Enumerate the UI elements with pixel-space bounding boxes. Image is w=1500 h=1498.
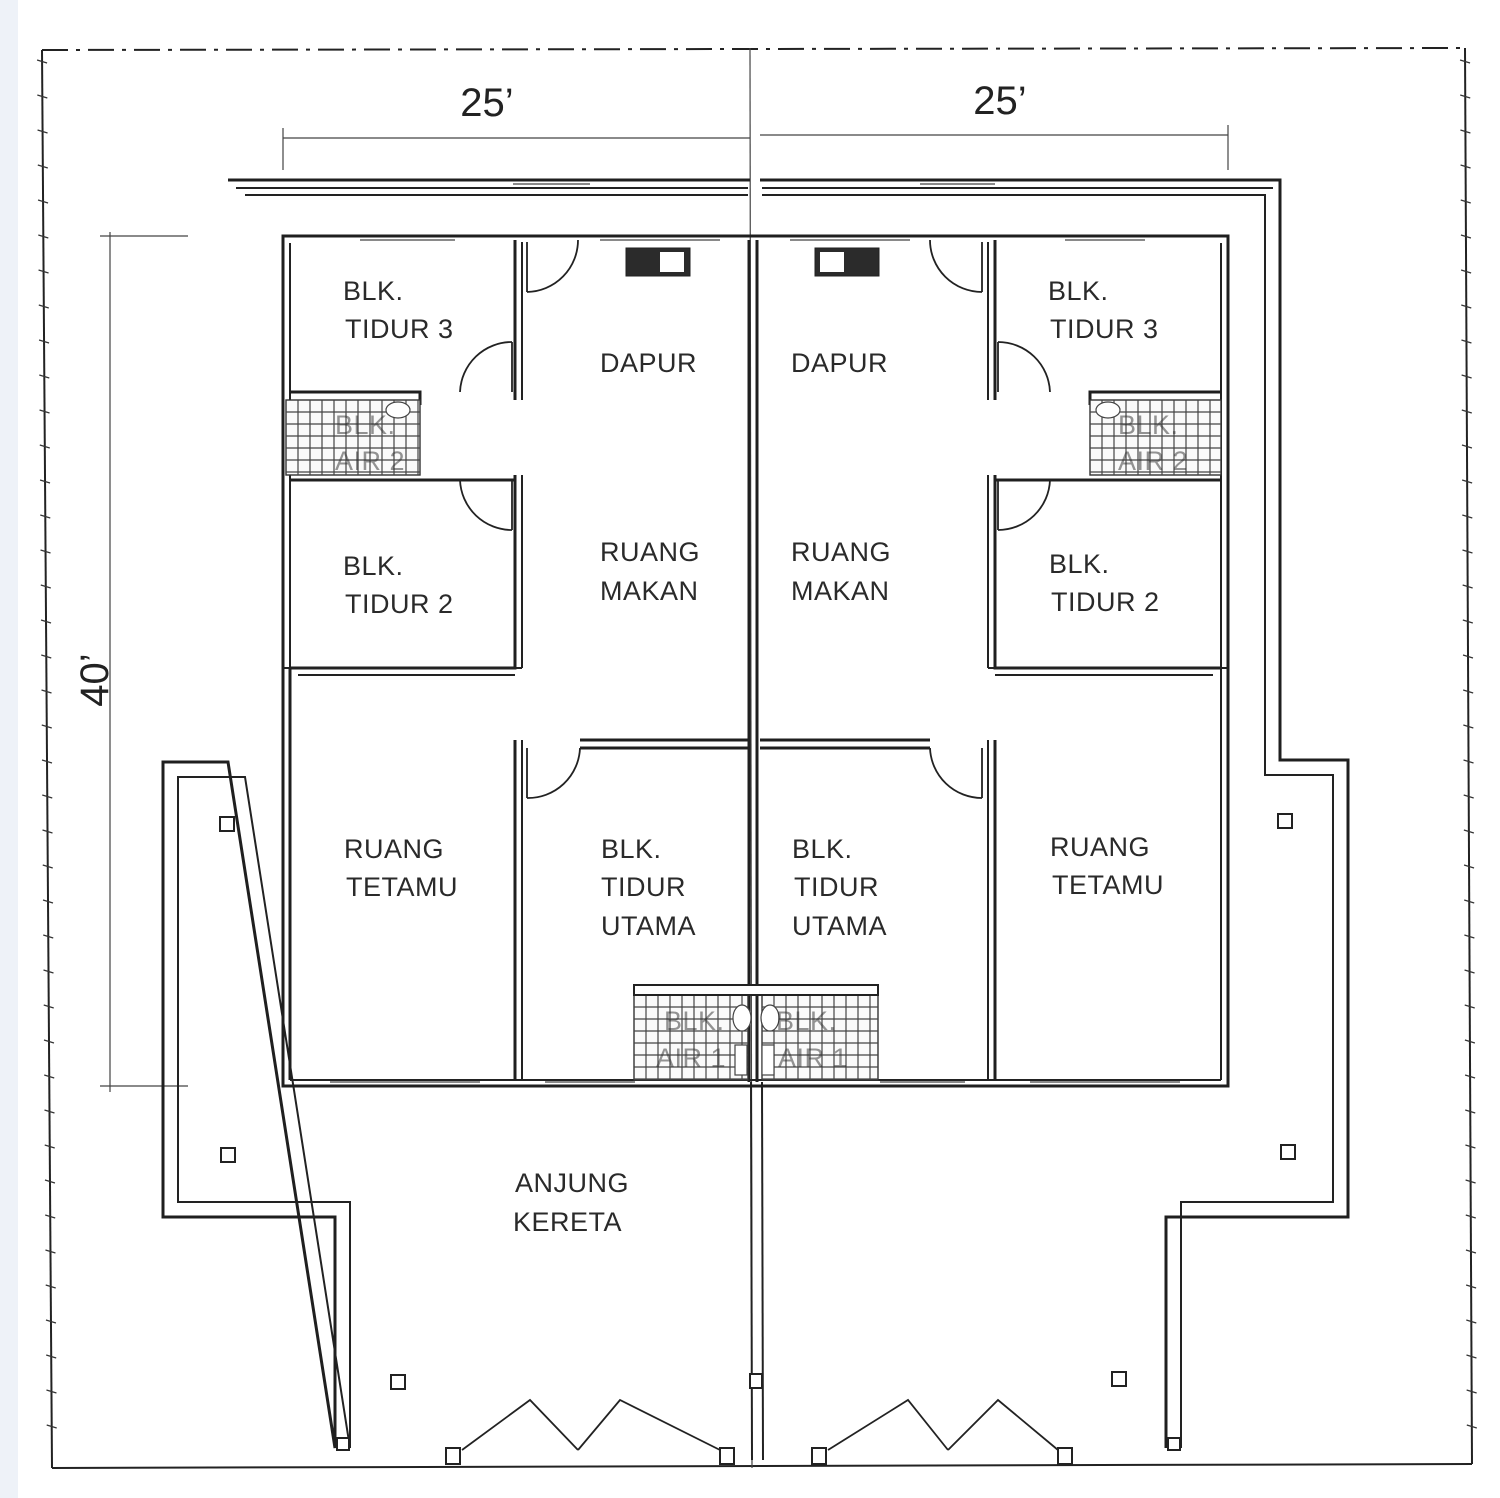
sanitary-fixtures — [385, 401, 1121, 1076]
columns — [219, 813, 1296, 1451]
left-bedroom3-label: BLK. TIDUR 3 — [343, 276, 454, 344]
page-edge — [0, 0, 18, 1498]
left-bathroom2-label: BLK. AIR 2 — [335, 410, 405, 476]
carport-label: ANJUNG KERETA — [513, 1168, 637, 1237]
depth-dimension: 40’ — [73, 653, 117, 706]
left-living-label: RUANG TETAMU — [344, 834, 458, 902]
width-dimension-right: 25’ — [973, 79, 1026, 123]
boundary-ticks-left — [36, 59, 57, 1429]
windows — [330, 183, 1180, 1083]
right-dining-label: RUANG MAKAN — [791, 537, 899, 606]
left-bathroom1-label: BLK. AIR 1 — [656, 1006, 733, 1073]
dimension-lines — [100, 125, 1229, 1092]
left-bedroom2-label: BLK. TIDUR 2 — [343, 551, 454, 619]
roof-outline — [161, 178, 1350, 1449]
left-kitchen-label: DAPUR — [600, 348, 697, 378]
right-bedroom2-label: BLK. TIDUR 2 — [1049, 549, 1160, 617]
boundary-ticks-right — [1459, 59, 1477, 1429]
right-living-label: RUANG TETAMU — [1050, 832, 1164, 900]
unit-walls — [281, 234, 1230, 1088]
right-bathroom2-label: BLK. AIR 2 — [1118, 410, 1188, 476]
width-dimension-left: 25’ — [460, 81, 513, 125]
right-master-bedroom-label: BLK. TIDUR UTAMA — [792, 834, 887, 941]
left-master-bedroom-label: BLK. TIDUR UTAMA — [601, 834, 696, 941]
plot-boundary — [36, 47, 1477, 1469]
left-dining-label: RUANG MAKAN — [600, 537, 708, 606]
doors — [445, 239, 1073, 1465]
right-kitchen-label: DAPUR — [791, 348, 888, 378]
right-bathroom1-label: BLK. AIR 1 — [776, 1006, 848, 1073]
kitchen-sinks — [625, 247, 880, 277]
bathroom-tiles — [285, 399, 1222, 1081]
party-wall — [747, 47, 764, 1469]
bathroom1-right-tiles — [761, 994, 879, 1081]
right-bedroom3-label: BLK. TIDUR 3 — [1048, 276, 1159, 344]
